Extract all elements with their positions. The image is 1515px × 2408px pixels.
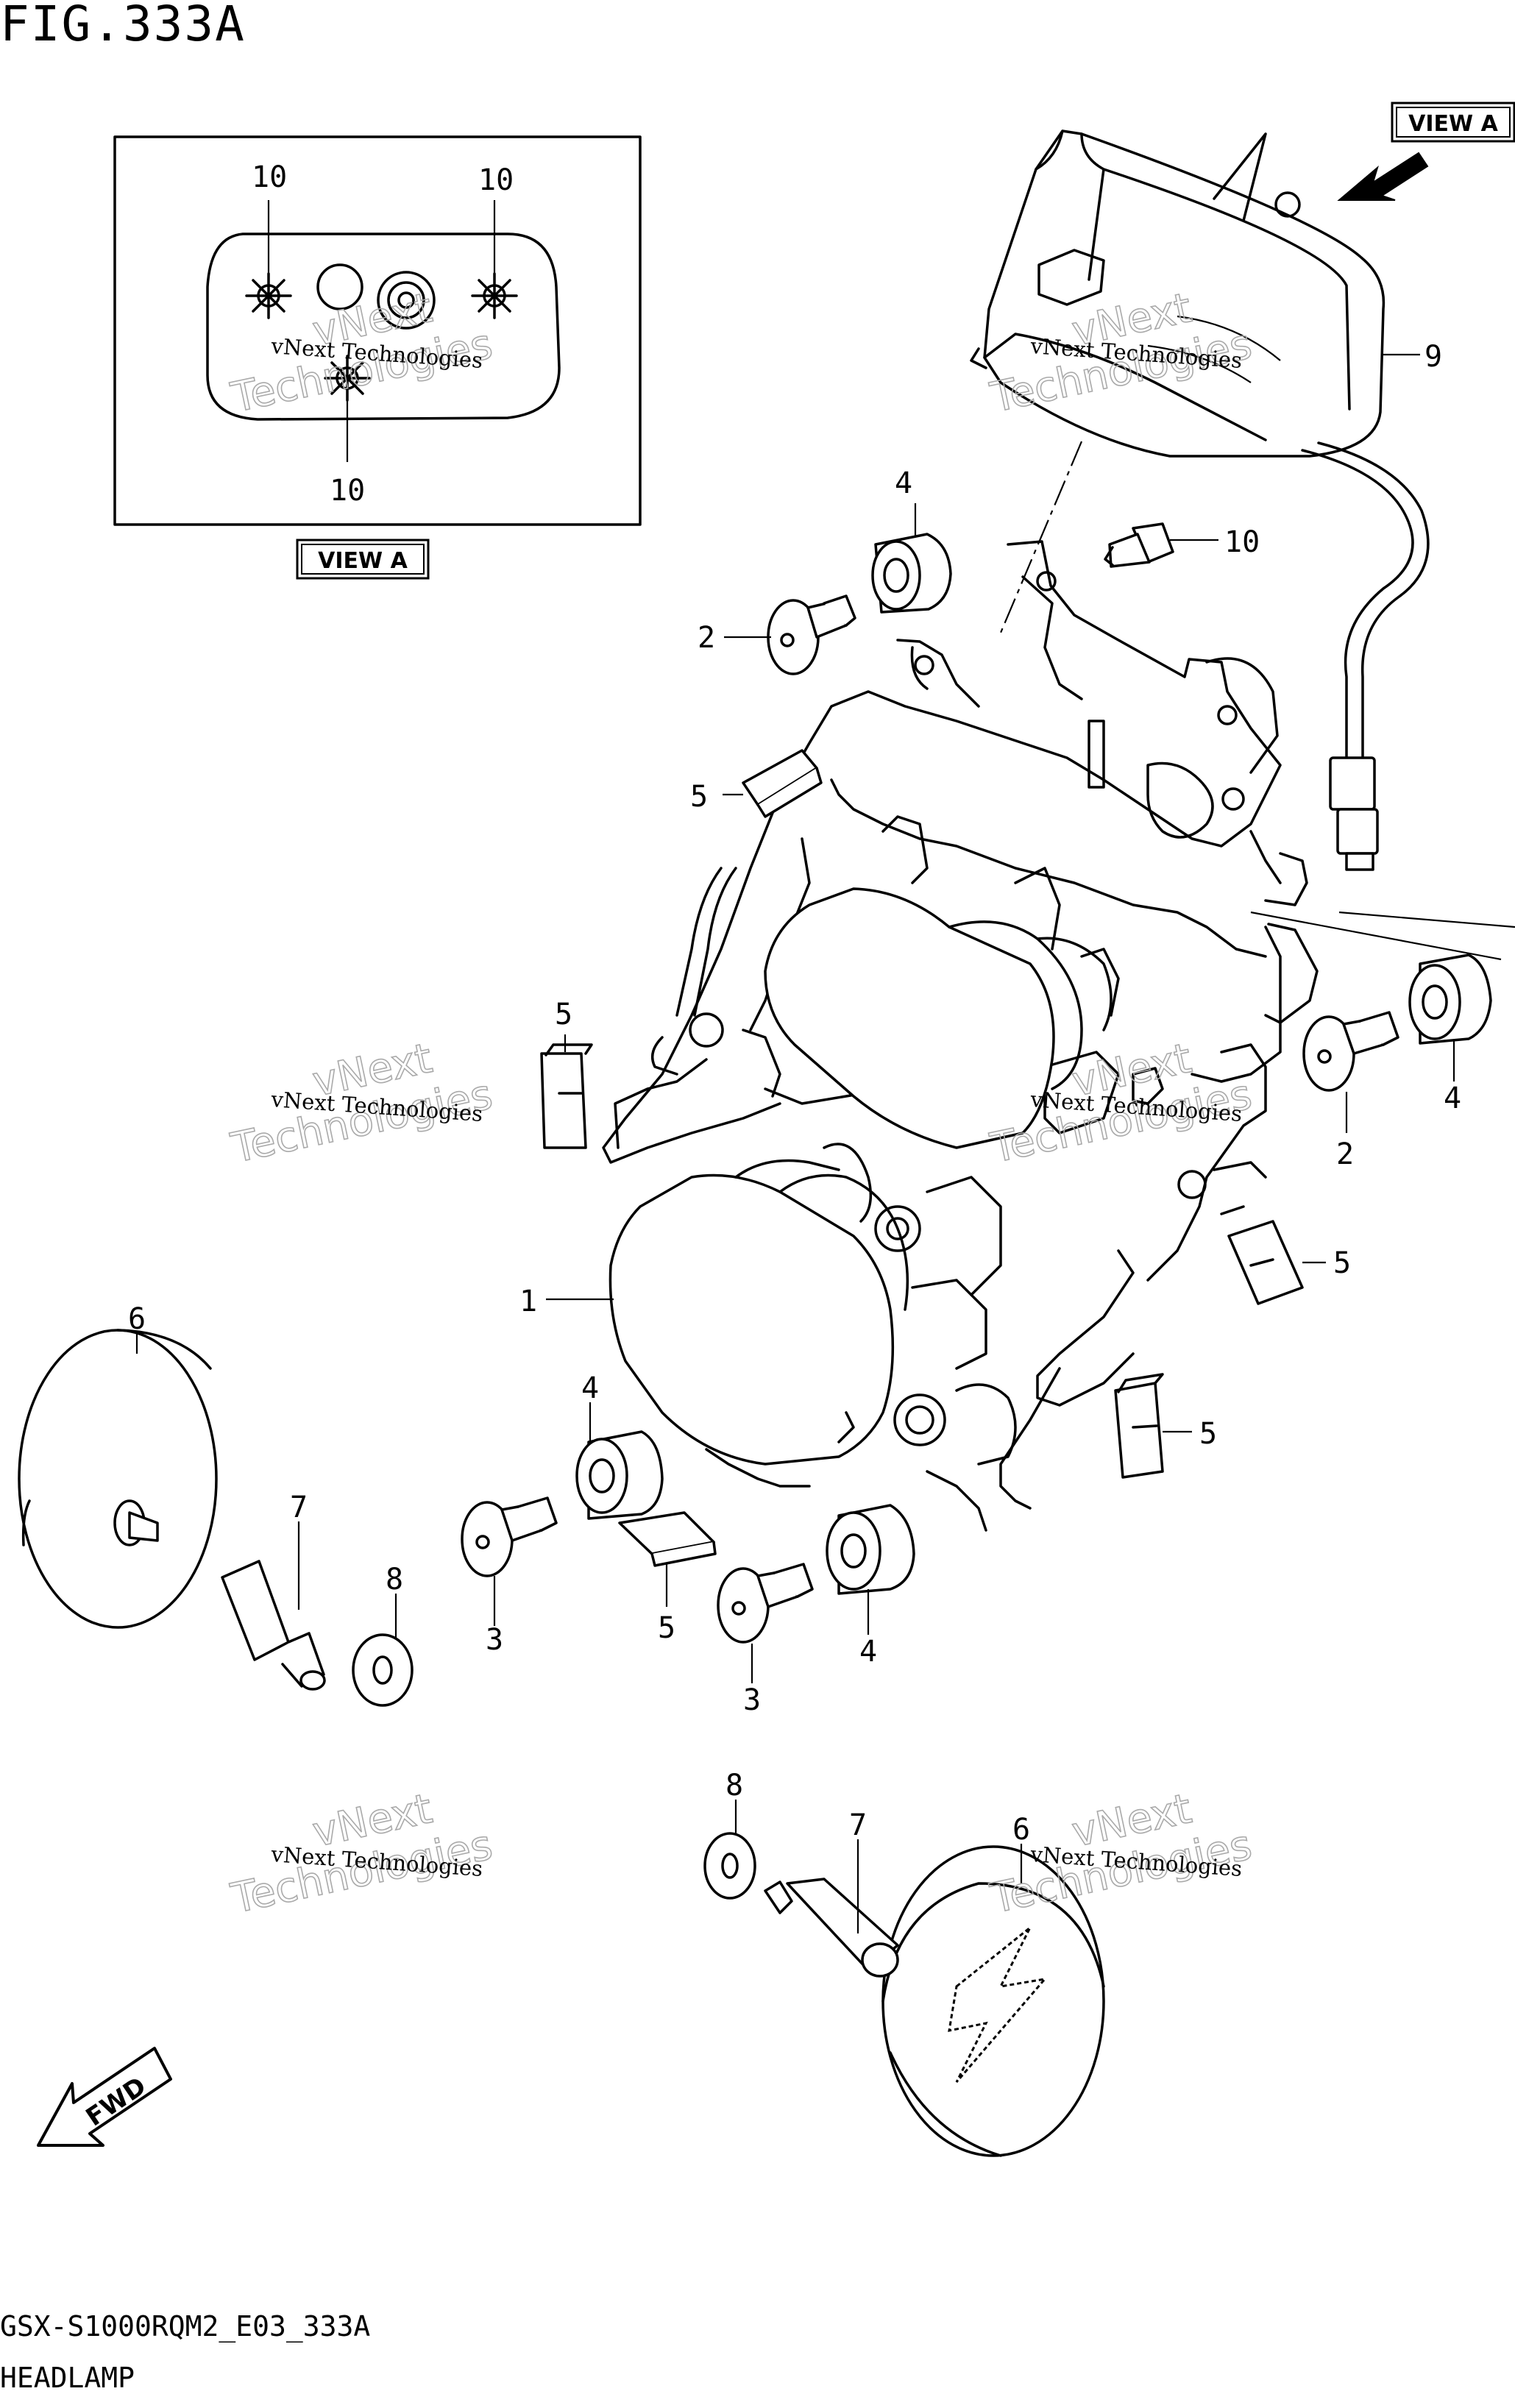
collar-bolt-2 bbox=[1302, 1011, 1399, 1092]
view-a-label-inset: VIEW A bbox=[296, 539, 430, 580]
callout-number: 3 bbox=[486, 1623, 503, 1657]
callout-number: 5 bbox=[1199, 1417, 1217, 1451]
callout-number: 6 bbox=[128, 1302, 146, 1336]
callout-number: 2 bbox=[1336, 1137, 1354, 1171]
collar-bolt-3 bbox=[461, 1496, 558, 1577]
view-a-arrow-icon bbox=[1337, 152, 1429, 201]
view-a-text: VIEW A bbox=[1408, 111, 1498, 137]
post-7 bbox=[764, 1878, 899, 1978]
clip-5 bbox=[540, 1043, 593, 1149]
callout-number: 5 bbox=[555, 998, 572, 1031]
callout-number: 2 bbox=[698, 621, 715, 655]
inset-hole bbox=[316, 263, 363, 310]
grommet-4 bbox=[575, 1430, 664, 1520]
watermark: vNext Technologies vNext Technologies bbox=[227, 1784, 497, 1923]
callout-number: 4 bbox=[581, 1371, 599, 1405]
callout-number: 10 bbox=[252, 160, 287, 194]
callout-number: 5 bbox=[1333, 1246, 1351, 1280]
grommet-4 bbox=[871, 533, 952, 614]
view-a-text: VIEW A bbox=[318, 548, 408, 574]
inset-view-a bbox=[113, 135, 642, 526]
bolt-icon bbox=[245, 272, 292, 319]
suzuki-logo-icon bbox=[948, 1926, 1048, 2083]
post-7 bbox=[221, 1560, 326, 1691]
callout-number: 4 bbox=[895, 466, 912, 500]
callout-number: 7 bbox=[290, 1491, 308, 1524]
callout-number: 10 bbox=[330, 474, 365, 508]
clip-5 bbox=[1114, 1373, 1164, 1479]
clip-5 bbox=[1227, 1220, 1304, 1305]
bolt-icon bbox=[324, 355, 371, 402]
callout-number: 5 bbox=[658, 1611, 675, 1645]
grommet-4 bbox=[1408, 953, 1492, 1045]
lower-lamp-module-1 bbox=[609, 1143, 1017, 1466]
callout-number: 4 bbox=[1444, 1082, 1461, 1115]
washer-8 bbox=[352, 1633, 414, 1707]
callout-number: 8 bbox=[386, 1563, 403, 1597]
collar-bolt-2 bbox=[767, 594, 856, 675]
screw-10 bbox=[1104, 522, 1174, 568]
callout-number: 9 bbox=[1424, 340, 1442, 374]
washer-8 bbox=[703, 1832, 756, 1900]
callout-number: 6 bbox=[1012, 1813, 1030, 1847]
callout-number: 7 bbox=[849, 1808, 867, 1842]
clip-5 bbox=[618, 1511, 717, 1567]
cover-6 bbox=[18, 1329, 218, 1629]
model-code: GSX-S1000RQM2_E03_333A bbox=[0, 2310, 371, 2343]
collar-bolt-3 bbox=[717, 1563, 814, 1644]
clip-5 bbox=[742, 749, 823, 818]
headlamp-bracket bbox=[602, 540, 1319, 1532]
callouts: 10 10 10 9 4 10 2 5 5 2 4 5 1 5 6 4 7 8 … bbox=[128, 160, 1461, 1847]
grommet-4 bbox=[826, 1504, 915, 1595]
callout-number: 3 bbox=[743, 1683, 761, 1717]
fwd-arrow-icon: FWD bbox=[37, 2047, 172, 2147]
watermark: vNext Technologies vNext Technologies bbox=[227, 1034, 497, 1173]
bolt-icon bbox=[471, 272, 518, 319]
figure-title: FIG.333A bbox=[0, 0, 246, 52]
callout-number: 5 bbox=[690, 780, 708, 814]
part-name: HEADLAMP bbox=[0, 2362, 135, 2394]
callout-number: 10 bbox=[1224, 525, 1260, 559]
view-a-label-main: VIEW A bbox=[1391, 102, 1515, 143]
callout-number: 1 bbox=[519, 1285, 537, 1318]
lamp-unit-9 bbox=[970, 129, 1430, 871]
callout-number: 10 bbox=[478, 163, 514, 197]
upper-lamp-module bbox=[764, 815, 1120, 1149]
callout-number: 4 bbox=[859, 1635, 877, 1669]
callout-number: 8 bbox=[725, 1769, 743, 1803]
watermark: vNext Technologies vNext Technologies bbox=[986, 283, 1257, 422]
inset-adjuster bbox=[377, 271, 436, 330]
inset-lamp-outline bbox=[206, 232, 561, 421]
cover-6 bbox=[881, 1845, 1105, 2157]
inset-frame bbox=[113, 135, 642, 526]
